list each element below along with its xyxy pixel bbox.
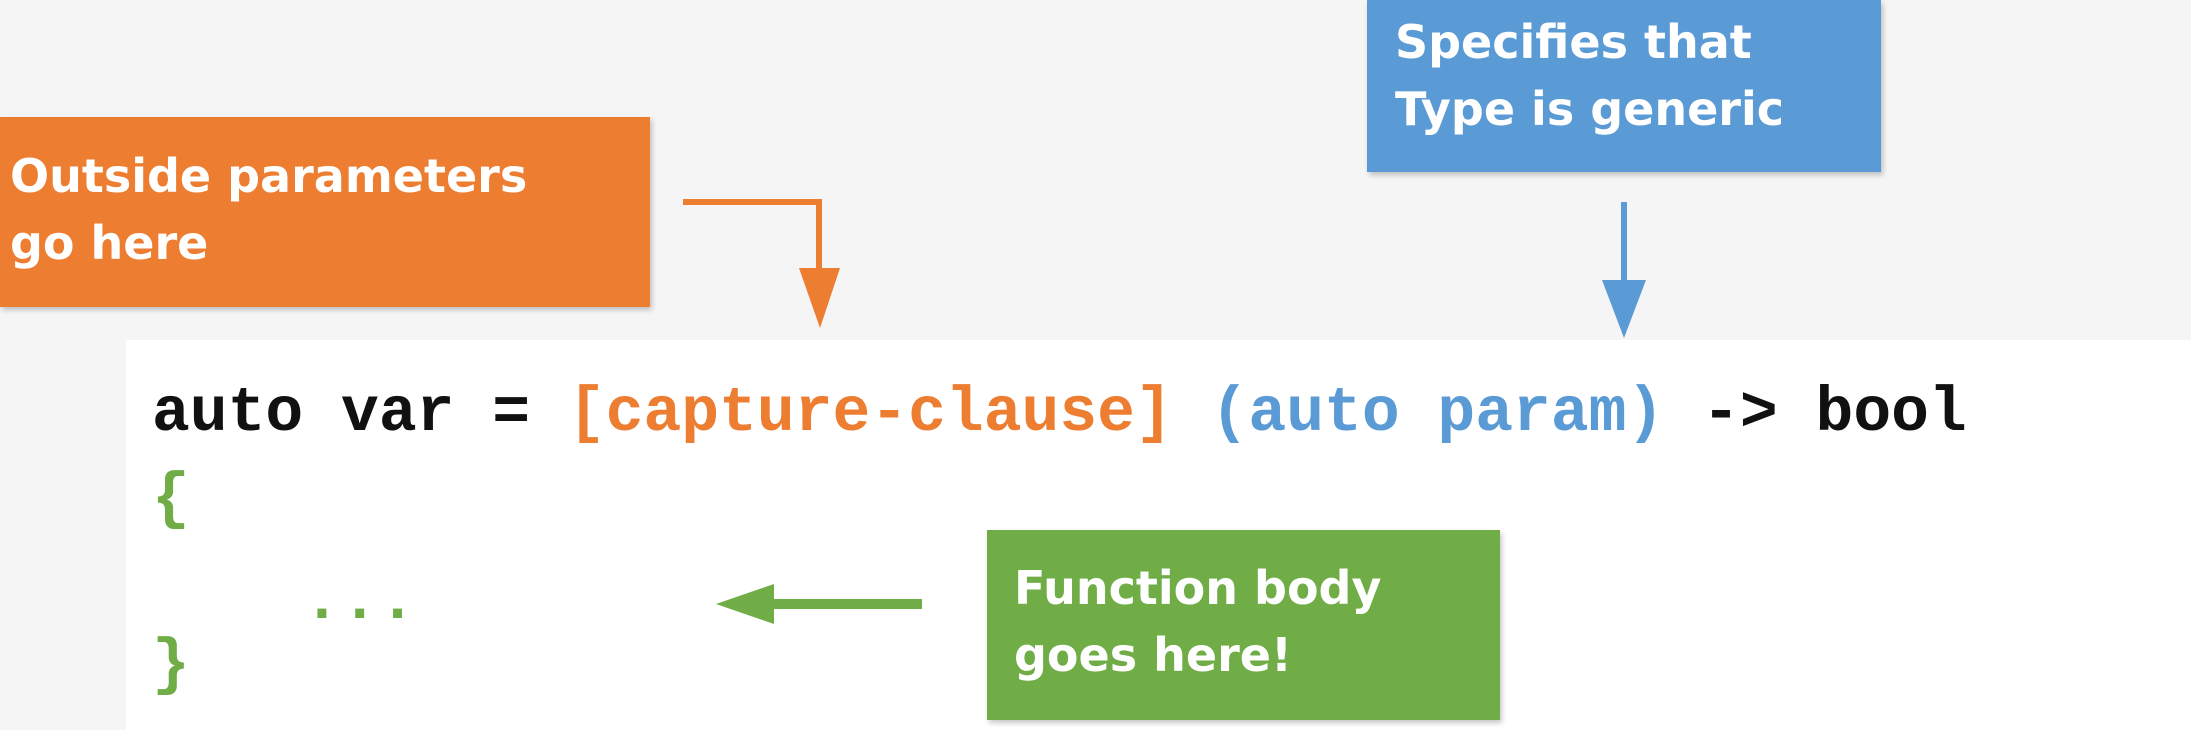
code-body-placeholder: ...: [303, 566, 417, 637]
code-close-brace: }: [152, 630, 190, 701]
code-capture-clause: [capture-clause]: [567, 378, 1173, 449]
code-signature-line: auto var = [capture-clause] (auto param)…: [152, 378, 1967, 450]
callout-outside-parameters: Outside parameters go here: [0, 117, 650, 307]
callout-outside-parameters-line1: Outside parameters: [10, 149, 528, 203]
callout-function-body-line1: Function body: [1014, 561, 1382, 615]
callout-generic-type: Specifies that Type is generic: [1367, 0, 1881, 172]
code-auto-var: auto var =: [152, 378, 568, 449]
callout-outside-parameters-line2: go here: [10, 216, 209, 270]
blue-down-arrow: [1602, 202, 1646, 338]
callout-function-body: Function body goes here!: [987, 530, 1500, 720]
code-open-brace: {: [152, 464, 190, 535]
code-return-type: -> bool: [1702, 378, 1967, 449]
callout-generic-type-line2: Type is generic: [1395, 82, 1785, 136]
callout-generic-type-line1: Specifies that: [1395, 15, 1752, 69]
callout-function-body-line2: goes here!: [1014, 628, 1292, 682]
green-left-arrow: [716, 584, 922, 624]
code-param-list: (auto param): [1210, 378, 1665, 449]
orange-elbow-arrow: [683, 199, 840, 328]
